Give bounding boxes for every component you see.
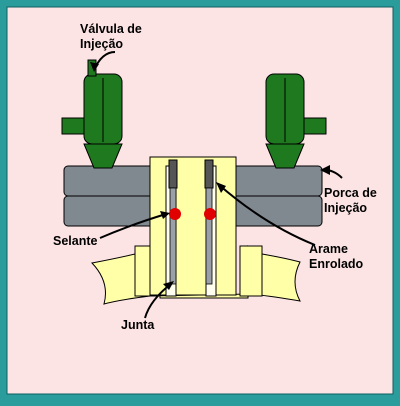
wound-wire-label: Arame Enrolado xyxy=(309,242,364,271)
gasket-label: Junta xyxy=(121,318,155,332)
sealant-pointer xyxy=(99,213,167,239)
lower-flange-right-step xyxy=(239,245,263,297)
sealant-label: Selante xyxy=(53,234,98,248)
valve-left-handle xyxy=(61,117,85,135)
wire-pointer xyxy=(217,183,316,246)
upper-flange xyxy=(149,156,237,296)
valve-right-nozzle xyxy=(265,143,305,169)
injection-nut-label: Porca de Injeção xyxy=(324,186,377,215)
valve-right-handle xyxy=(303,117,327,135)
gasket-channel-left xyxy=(169,187,177,285)
sealant-dot-left xyxy=(169,208,181,220)
valve-left-nozzle xyxy=(83,143,123,169)
gasket-channel-right xyxy=(205,187,213,285)
wound-wire-right xyxy=(204,159,214,189)
valve-label: Válvula de Injeção xyxy=(80,22,142,51)
sealant-dot-right xyxy=(204,208,216,220)
wound-wire-left xyxy=(168,159,178,189)
